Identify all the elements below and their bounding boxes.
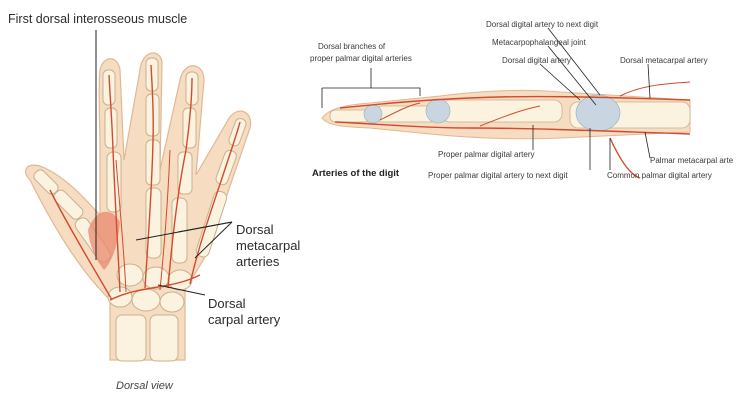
label-dorsal-carpal-line1: Dorsal — [208, 296, 246, 311]
right-leader-lines — [321, 27, 651, 170]
label-mcp-joint: Metacarpophalangeal joint — [492, 38, 586, 47]
caption-dorsal-view: Dorsal view — [116, 380, 173, 392]
digit-figure-title: Arteries of the digit — [312, 168, 400, 179]
label-dorsal-branches-line1: Dorsal branches of — [318, 42, 386, 51]
label-first-dorsal-interosseous: First dorsal interosseous muscle — [8, 12, 188, 26]
joint-capsules — [363, 94, 621, 132]
hand-illustration — [25, 52, 252, 362]
label-common-palmar-digital: Common palmar digital artery — [607, 171, 712, 180]
label-dorsal-branches-line2: proper palmar digital arteries — [310, 54, 412, 63]
hand-arteries — [49, 64, 241, 301]
label-dorsal-metacarpal-artery: Dorsal metacarpal artery — [620, 56, 708, 65]
label-dorsal-carpal-line2: carpal artery — [208, 312, 281, 327]
label-dorsal-metacarpal-line1: Dorsal — [236, 222, 274, 237]
label-dorsal-metacarpal-line2: metacarpal — [236, 238, 301, 253]
left-leader-lines — [95, 30, 233, 296]
label-dorsal-digital-next: Dorsal digital artery to next digit — [486, 20, 599, 29]
label-proper-palmar-digital: Proper palmar digital artery — [438, 150, 535, 159]
label-palmar-metacarpal: Palmar metacarpal arte — [650, 156, 734, 165]
label-dorsal-metacarpal-line3: arteries — [236, 254, 280, 269]
label-proper-palmar-next: Proper palmar digital artery to next dig… — [428, 171, 568, 180]
digit-illustration — [321, 81, 691, 179]
label-dorsal-digital-artery: Dorsal digital artery — [502, 56, 571, 65]
digit-arteries — [334, 81, 691, 179]
